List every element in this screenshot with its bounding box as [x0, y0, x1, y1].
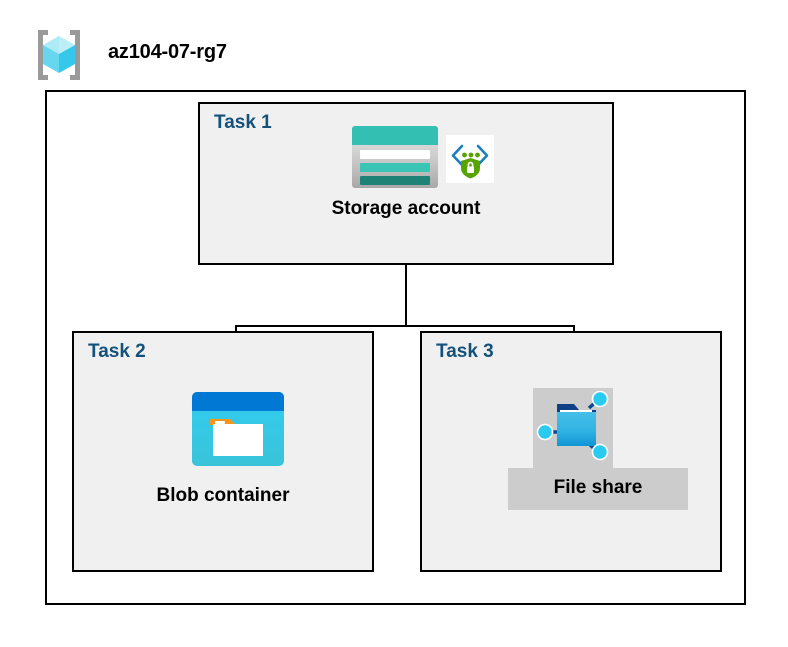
task-2-label: Task 2 — [88, 341, 146, 362]
resource-group-header: az104-07-rg7 — [30, 26, 330, 84]
storage-account-icon[interactable] — [352, 126, 438, 188]
resource-group-name: az104-07-rg7 — [108, 41, 227, 63]
storage-account-caption: Storage account — [331, 198, 481, 219]
task-1-label: Task 1 — [214, 112, 272, 133]
file-share-label-highlight — [508, 468, 688, 510]
file-share-folder-icon[interactable] — [534, 386, 612, 464]
blob-container-icon[interactable] — [192, 392, 284, 466]
task-2-box[interactable]: Task 2 — [72, 331, 374, 572]
file-share-caption: File share — [553, 477, 643, 498]
resource-group-cube-icon — [30, 26, 88, 84]
secure-endpoint-shield-icon[interactable] — [446, 135, 494, 183]
task-3-label: Task 3 — [436, 341, 494, 362]
blob-container-caption: Blob container — [156, 485, 290, 506]
connector-storage-trunk — [405, 228, 407, 327]
connector-horizontal-branch — [235, 325, 575, 327]
